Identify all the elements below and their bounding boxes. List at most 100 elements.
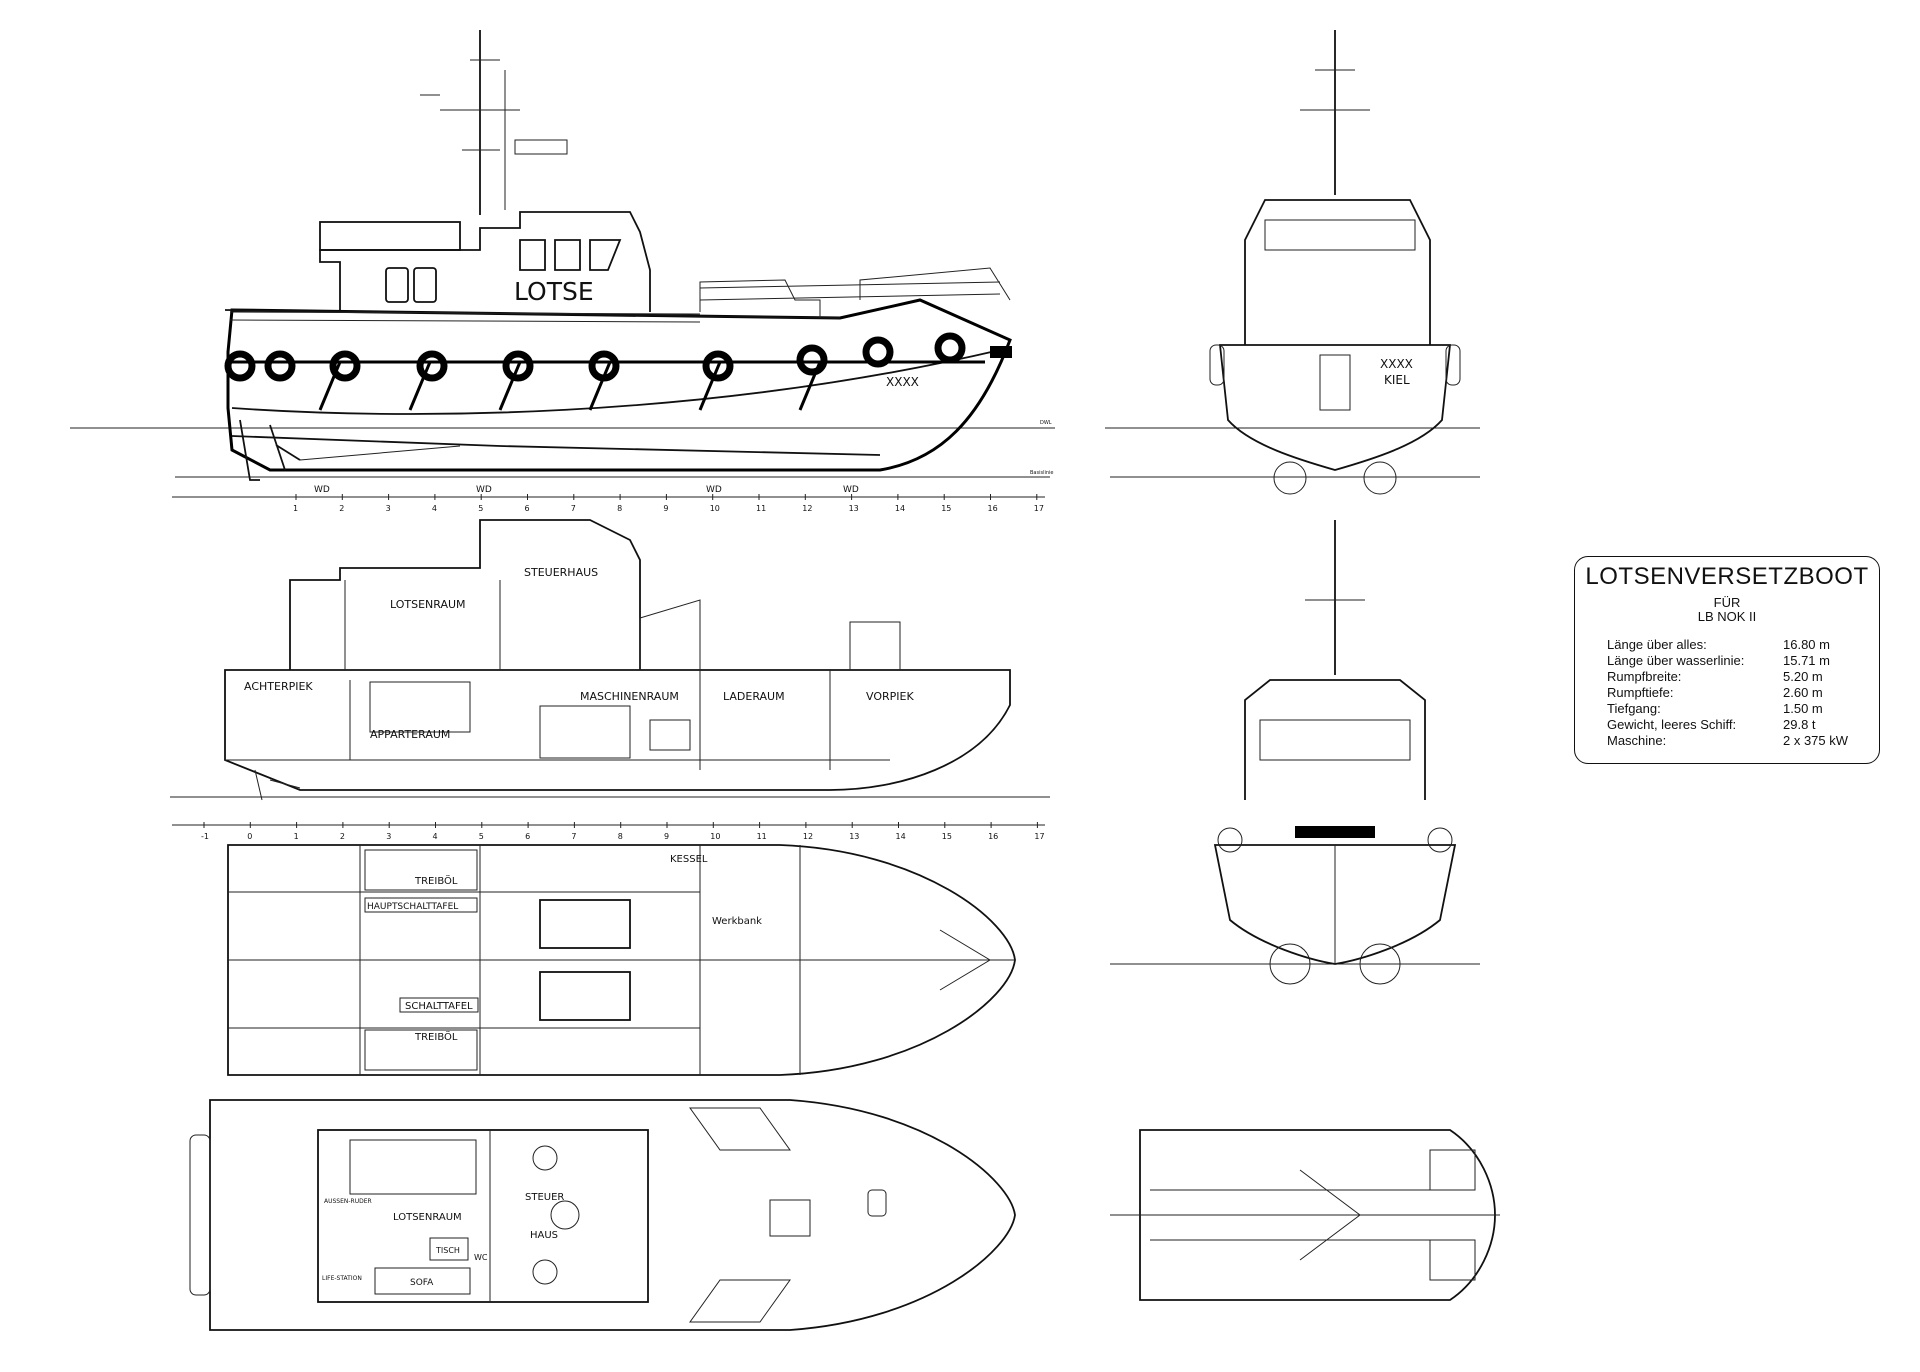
- frame-number: -1: [201, 832, 209, 841]
- spec-value: 2.60 m: [1783, 685, 1823, 700]
- hull-name-label: LOTSE: [514, 277, 594, 306]
- deck-plan-outline: [209, 1099, 1016, 1331]
- side-fender: [1209, 344, 1225, 386]
- top-view: [1110, 1129, 1500, 1301]
- hull-outline: [226, 298, 1012, 472]
- fuel-tank: [364, 1029, 478, 1071]
- propeller-disc: [1273, 461, 1307, 495]
- window: [385, 267, 409, 303]
- frame-number: 1: [294, 832, 299, 841]
- frame-number: 3: [386, 504, 391, 513]
- main-engine: [539, 705, 631, 759]
- room-maschinenraum: MASCHINENRAUM: [580, 690, 679, 703]
- label-kessel: KESSEL: [670, 854, 708, 865]
- frame-mark: WD: [314, 485, 330, 495]
- frame-number: 4: [433, 832, 438, 841]
- bow-hatch: [867, 1189, 887, 1217]
- frame-mark: WD: [476, 485, 492, 495]
- switchboard: [399, 997, 479, 1013]
- cargo-hatch: [639, 599, 701, 670]
- spec-label: Tiefgang:: [1607, 701, 1661, 716]
- spec-label: Länge über wasserlinie:: [1607, 653, 1745, 668]
- section-superstructure: [289, 519, 641, 670]
- hatch: [769, 1199, 811, 1237]
- fuel-tank: [364, 849, 478, 891]
- frame-number: 0: [247, 832, 252, 841]
- longitudinal-section: STEUERHAUS LOTSENRAUM ACHTERPIEK MASCHIN…: [170, 519, 1050, 841]
- room-steuerhaus: STEUERHAUS: [524, 566, 598, 579]
- upper-deck-rail: [319, 221, 461, 251]
- frame-number: 17: [1034, 832, 1044, 841]
- frame-number: 1: [293, 504, 298, 513]
- bow-marking-label: XXXX: [886, 375, 919, 389]
- spec-row: Länge über alles: 16.80 m: [1607, 637, 1867, 653]
- tank-plan: TREIBÖL HAUPTSCHALTTAFEL KESSEL Werkbank…: [227, 844, 1016, 1076]
- deckhouse-plan: [317, 1129, 649, 1303]
- helm-seat: [532, 1145, 558, 1171]
- frame-number: 11: [757, 832, 767, 841]
- label-wc: WC: [474, 1253, 488, 1262]
- room-vorpiek: VORPIEK: [866, 690, 914, 703]
- section-hull: [224, 669, 1011, 791]
- spec-row: Maschine: 2 x 375 kW: [1607, 733, 1867, 749]
- side-fender: [1427, 827, 1453, 853]
- frame-number: 8: [617, 504, 622, 513]
- stern-hull: [1218, 344, 1452, 471]
- helm-seat: [550, 1200, 580, 1230]
- stern-marking-line1: XXXX: [1380, 357, 1413, 371]
- spec-row: Rumpfbreite: 5.20 m: [1607, 669, 1867, 685]
- rudder: [239, 419, 260, 481]
- main-switchboard: [364, 897, 478, 913]
- superstructure: [319, 211, 651, 312]
- tyre-fender: [264, 350, 296, 382]
- frame-number: 14: [896, 832, 906, 841]
- frame-number: 5: [479, 832, 484, 841]
- frame-number: 14: [895, 504, 905, 513]
- boarding-ladder: [689, 1107, 791, 1151]
- mast-top: [1299, 1169, 1361, 1261]
- frame-number: 10: [710, 832, 720, 841]
- side-fender: [1217, 827, 1243, 853]
- frame-number: 16: [988, 832, 998, 841]
- label-werkbank: Werkbank: [712, 916, 762, 927]
- bow-fender-block: [1295, 826, 1375, 838]
- frame-number: 2: [340, 832, 345, 841]
- waterline-label: DWL: [1040, 420, 1052, 426]
- side-frame-scale: WD WD WD WD: [172, 485, 1045, 498]
- spec-row: Rumpftiefe: 2.60 m: [1607, 685, 1867, 701]
- bow-ladder: [1429, 1239, 1476, 1281]
- apparatus-cabinets: [369, 681, 471, 733]
- propeller-disc: [1269, 943, 1311, 985]
- frame-mark: WD: [843, 485, 859, 495]
- info-title: LOTSENVERSETZBOOT: [1585, 563, 1869, 590]
- tyre-fender: [502, 350, 534, 382]
- engine-port: [539, 899, 631, 949]
- window: [554, 239, 581, 271]
- frame-number: 13: [849, 504, 859, 513]
- window: [589, 239, 622, 271]
- stern-superstructure: [1244, 199, 1431, 345]
- spec-label: Länge über alles:: [1607, 637, 1707, 652]
- helm-seat: [532, 1259, 558, 1285]
- spec-value: 15.71 m: [1783, 653, 1830, 668]
- label-treiboel-port: TREIBÖL: [414, 874, 458, 887]
- tyre-fender: [702, 350, 734, 382]
- table: [429, 1237, 469, 1261]
- tyre-fender: [796, 344, 828, 376]
- spec-label: Maschine:: [1607, 733, 1667, 748]
- fore-mast-frame: [849, 621, 901, 670]
- label-hauptschalttafel: HAUPTSCHALTTAFEL: [367, 902, 458, 912]
- frame-number: 7: [571, 832, 576, 841]
- frame-number: 12: [803, 832, 813, 841]
- frame-number: 12: [802, 504, 812, 513]
- frame-number: 16: [988, 504, 998, 513]
- tyre-fender: [588, 350, 620, 382]
- tyre-fender: [934, 332, 966, 364]
- sheer-line: [231, 349, 1001, 415]
- mast: [420, 30, 568, 215]
- frame-number: 6: [525, 504, 530, 513]
- spec-label: Rumpfbreite:: [1607, 669, 1682, 684]
- label-tisch: TISCH: [435, 1246, 460, 1255]
- fender-straps: [318, 361, 822, 411]
